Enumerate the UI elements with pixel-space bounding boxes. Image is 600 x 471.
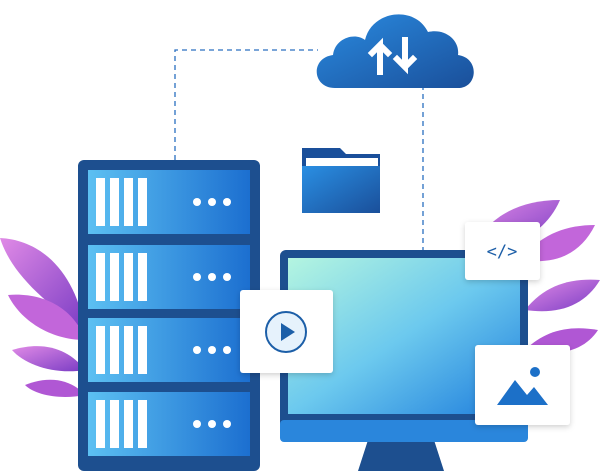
- status-light: [208, 420, 216, 428]
- drive-bay: [138, 253, 147, 301]
- status-light: [223, 198, 231, 206]
- drive-bay: [138, 400, 147, 448]
- status-light: [208, 273, 216, 281]
- drive-bay: [110, 253, 119, 301]
- drive-bay: [110, 400, 119, 448]
- folder-icon: [302, 148, 380, 213]
- image-card: [475, 345, 570, 425]
- status-light: [193, 198, 201, 206]
- status-light: [208, 346, 216, 354]
- drive-bay: [138, 326, 147, 374]
- drive-bay: [96, 400, 105, 448]
- drive-bay: [138, 178, 147, 226]
- image-icon: [497, 367, 548, 405]
- cloud-sync-icon: [316, 14, 474, 88]
- status-light: [208, 198, 216, 206]
- code-card: </>: [465, 222, 540, 280]
- drive-bay: [124, 326, 133, 374]
- status-light: [223, 346, 231, 354]
- drive-bay: [96, 178, 105, 226]
- status-light: [223, 420, 231, 428]
- drive-bay: [124, 253, 133, 301]
- drive-bay: [96, 253, 105, 301]
- drive-bay: [110, 178, 119, 226]
- server-rack: [78, 160, 260, 471]
- status-light: [223, 273, 231, 281]
- status-light: [193, 420, 201, 428]
- drive-bay: [124, 400, 133, 448]
- status-light: [193, 346, 201, 354]
- code-icon: </>: [487, 242, 518, 262]
- status-light: [193, 273, 201, 281]
- drive-bay: [110, 326, 119, 374]
- video-card: [240, 290, 333, 373]
- drive-bay: [96, 326, 105, 374]
- connector-lines: [174, 49, 424, 252]
- monitor: [280, 250, 528, 471]
- drive-bay: [124, 178, 133, 226]
- left-leaves: [0, 238, 85, 397]
